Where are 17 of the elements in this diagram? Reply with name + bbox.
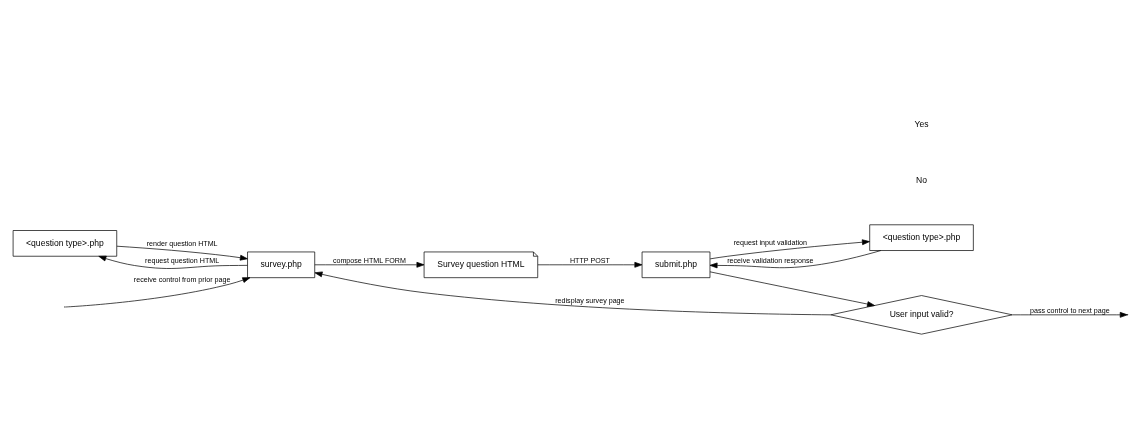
arrow <box>537 261 643 268</box>
arrow <box>709 250 882 269</box>
arrow <box>314 261 425 268</box>
arrow <box>709 271 875 307</box>
arrow <box>65 277 251 308</box>
node-box: survey.php <box>247 251 316 279</box>
node-box: <question type>.php <box>869 224 974 251</box>
arrow <box>314 271 832 316</box>
label: No <box>916 175 928 186</box>
node-box: submit.php <box>641 251 711 279</box>
node-diamond: User input valid? <box>830 295 1013 335</box>
arrow <box>116 245 248 261</box>
arrow <box>98 255 248 269</box>
node-box: <question type>.php <box>12 230 118 257</box>
label: Yes <box>914 118 929 129</box>
arrow <box>709 239 870 260</box>
arrow <box>1012 312 1128 318</box>
